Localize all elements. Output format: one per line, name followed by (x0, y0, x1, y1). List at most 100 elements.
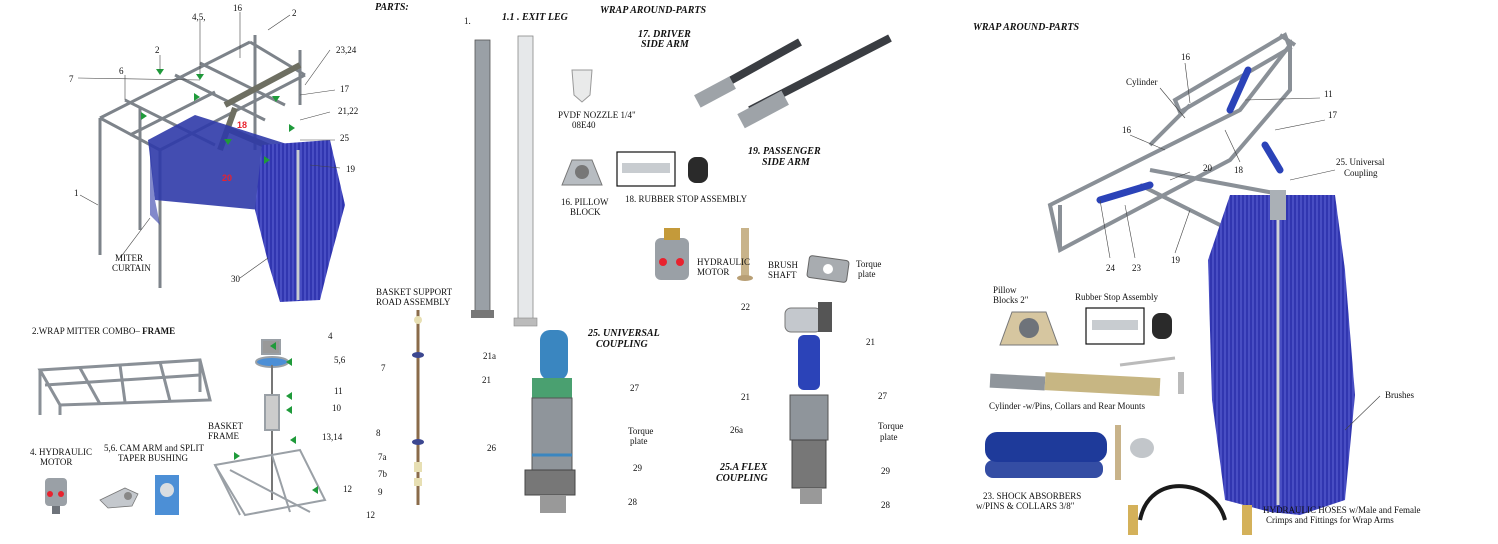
nozzle-label-line2: 08E40 (572, 120, 596, 130)
hydraulic-motor-small-drawing (45, 478, 67, 514)
fc-label-28: 28 (881, 500, 890, 510)
label-16: 16 (233, 3, 242, 13)
ra-label-16-top: 16 (1181, 52, 1190, 62)
miter-curtain-label-line1: MITER (115, 253, 143, 263)
ra-label-19: 19 (1171, 255, 1180, 265)
hydraulic-motor-line2: MOTOR (697, 267, 730, 277)
brush-shaft-line1: BRUSH (768, 260, 799, 270)
universal-coupling-drawing (524, 330, 576, 513)
basket-label-5-6: 5,6 (334, 355, 346, 365)
fc-label-27: 27 (878, 391, 887, 401)
cam-arm-line2: TAPER BUSHING (118, 453, 189, 463)
ra-label-18: 18 (1234, 165, 1243, 175)
uc-torque-line1: Torque (628, 426, 654, 436)
right-cylinder-drawing (989, 356, 1184, 397)
basket-label-4: 4 (328, 331, 333, 341)
exit-leg-drawing (471, 35, 538, 327)
rod-label-12: 12 (366, 510, 375, 520)
rod-label-7b: 7b (378, 469, 387, 479)
hydraulic-motor-left-line1: 4. HYDRAULIC (30, 447, 92, 457)
ra-label-17: 17 (1328, 110, 1337, 120)
pillow-block-drawing (561, 159, 603, 186)
driver-side-arm-line1: 17. DRIVER (638, 29, 691, 40)
cam-arm-drawing (99, 475, 179, 515)
hydraulic-motor-drawing (655, 228, 689, 280)
uc-label-21: 21 (482, 375, 491, 385)
rod-label-7a: 7a (378, 452, 387, 462)
basket-frame-title-line2: FRAME (208, 431, 240, 441)
driver-side-arm-drawing (694, 38, 802, 108)
label-7: 7 (69, 74, 74, 84)
label-20-red: 20 (222, 173, 233, 183)
rp-shock-line1: 23. SHOCK ABSORBERS (983, 491, 1082, 501)
exit-leg-number: 1. (464, 16, 471, 26)
combo-frame-caption-prefix: 2.WRAP MITTER COMBO– (32, 326, 143, 336)
basket-support-title-line2: ROAD ASSEMBLY (376, 297, 451, 307)
combo-frame-caption-bold: FRAME (142, 326, 176, 336)
rp-shock-line2: w/PINS & COLLARS 3/8" (976, 501, 1075, 511)
label-2-top: 2 (292, 8, 297, 18)
basket-label-13-14: 13,14 (322, 432, 343, 442)
torque-plate-line1: Torque (856, 259, 882, 269)
passenger-side-arm-line1: 19. PASSENGER (748, 146, 821, 157)
universal-coupling-title-line1: 25. UNIVERSAL (588, 328, 660, 339)
fc-label-21-top: 21 (866, 337, 875, 347)
torque-plate-drawing (806, 255, 850, 283)
label-21-22: 21,22 (338, 106, 359, 116)
label-4-5: 4,5, (192, 12, 206, 22)
nozzle-label-line1: PVDF NOZZLE 1/4" (558, 110, 636, 120)
rp-hoses-line1: HYDRAULIC HOSES w/Male and Female (1263, 505, 1421, 515)
basket-frame-drawing (213, 339, 327, 517)
fc-label-21: 21 (741, 392, 750, 402)
fc-label-26a: 26a (730, 425, 743, 435)
uc-label-28: 28 (628, 497, 637, 507)
right-pillow-block-drawing (999, 311, 1059, 346)
rod-label-9: 9 (378, 487, 383, 497)
rubber-stop-drawing (616, 151, 708, 187)
basket-label-11: 11 (334, 386, 343, 396)
pillow-block-line2: BLOCK (570, 207, 601, 217)
uc-label-21a: 21a (483, 351, 496, 361)
ra-label-24: 24 (1106, 263, 1115, 273)
label-18-red: 18 (237, 120, 248, 130)
ra-brushes-label: Brushes (1385, 390, 1414, 400)
flex-coupling-title-line1: 25.A FLEX (720, 462, 768, 473)
label-1: 1 (74, 188, 79, 198)
ra-label-23: 23 (1132, 263, 1141, 273)
torque-plate-line2: plate (858, 269, 876, 279)
rp-rubber-stop-label: Rubber Stop Assembly (1075, 292, 1159, 302)
miter-curtain-label-line2: CURTAIN (112, 263, 151, 273)
label-30: 30 (231, 274, 240, 284)
basket-support-title-line1: BASKET SUPPORT (376, 287, 453, 297)
uc-label-29: 29 (633, 463, 642, 473)
ra-label-11: 11 (1324, 89, 1333, 99)
rp-hoses-line2: Crimps and Fittings for Wrap Arms (1266, 515, 1394, 525)
basket-support-rod-drawing (412, 310, 424, 505)
rp-cylinder-label: Cylinder -w/Pins, Collars and Rear Mount… (989, 401, 1145, 411)
uc-label-27: 27 (630, 383, 639, 393)
rubber-stop-label: 18. RUBBER STOP ASSEMBLY (625, 194, 748, 204)
brush-shaft-drawing (737, 228, 753, 281)
parts-header: PARTS: (375, 2, 409, 13)
label-17: 17 (340, 84, 349, 94)
hydraulic-motor-line1: HYDRAULIC (697, 257, 750, 267)
label-23-24: 23,24 (336, 45, 357, 55)
ra-cylinder-label: Cylinder (1126, 77, 1158, 87)
wrap-around-parts-header-center: WRAP AROUND-PARTS (600, 5, 707, 16)
fc-torque-line1: Torque (878, 421, 904, 431)
combo-frame-caption: 2.WRAP MITTER COMBO– FRAME (32, 326, 175, 336)
cam-arm-line1: 5,6. CAM ARM and SPLIT (104, 443, 205, 453)
ra-universal-line2: Coupling (1344, 168, 1378, 178)
shock-absorbers-drawing (985, 425, 1154, 480)
nozzle-drawing (571, 69, 593, 103)
label-2-left: 2 (155, 45, 160, 55)
basket-label-10: 10 (332, 403, 341, 413)
hydraulic-hoses-drawing (1128, 484, 1252, 535)
label-6: 6 (119, 66, 124, 76)
basket-callout-arrows (234, 342, 318, 494)
flex-coupling-title-line2: COUPLING (716, 473, 768, 484)
rp-pillow-line1: Pillow (993, 285, 1017, 295)
fc-label-29: 29 (881, 466, 890, 476)
frame-leader-lines (77, 12, 341, 279)
